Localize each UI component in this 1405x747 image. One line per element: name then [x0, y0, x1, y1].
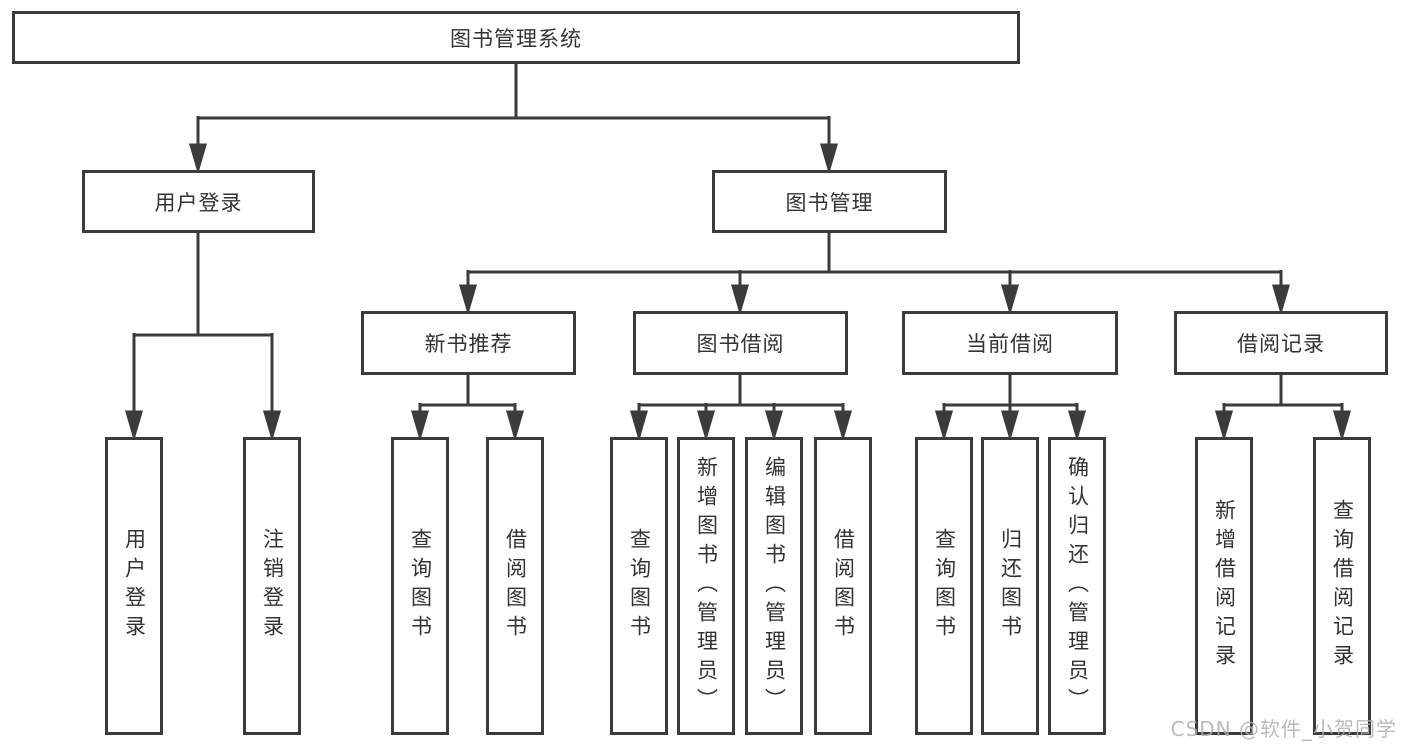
node-current-borrow: 当前借阅	[902, 311, 1118, 375]
node-library-management-system: 图书管理系统	[12, 11, 1020, 64]
node-borrow-records: 借阅记录	[1174, 311, 1388, 375]
csdn-watermark: CSDN @软件_小贺同学	[1170, 717, 1397, 741]
leaf-return-books: 归还图书	[981, 437, 1039, 735]
leaf-borrow-books: 借阅图书	[814, 437, 872, 735]
node-new-book-recommend: 新书推荐	[361, 311, 576, 375]
leaf-logout: 注销登录	[243, 437, 301, 735]
leaf-query-books-recommend: 查询图书	[391, 437, 449, 735]
leaf-query-books-borrow: 查询图书	[610, 437, 668, 735]
leaf-user-login: 用户登录	[105, 437, 163, 735]
leaf-add-books-admin: 新增图书（管理员）	[677, 437, 735, 735]
leaf-add-borrow-record: 新增借阅记录	[1195, 437, 1253, 735]
node-user-login: 用户登录	[82, 170, 315, 233]
leaf-query-borrow-record: 查询借阅记录	[1313, 437, 1371, 735]
node-book-management: 图书管理	[712, 170, 947, 233]
leaf-borrow-books-recommend: 借阅图书	[486, 437, 544, 735]
leaf-query-books-current: 查询图书	[915, 437, 973, 735]
leaf-confirm-return-admin: 确认归还（管理员）	[1048, 437, 1106, 735]
leaf-edit-books-admin: 编辑图书（管理员）	[745, 437, 803, 735]
node-book-borrow: 图书借阅	[633, 311, 848, 375]
